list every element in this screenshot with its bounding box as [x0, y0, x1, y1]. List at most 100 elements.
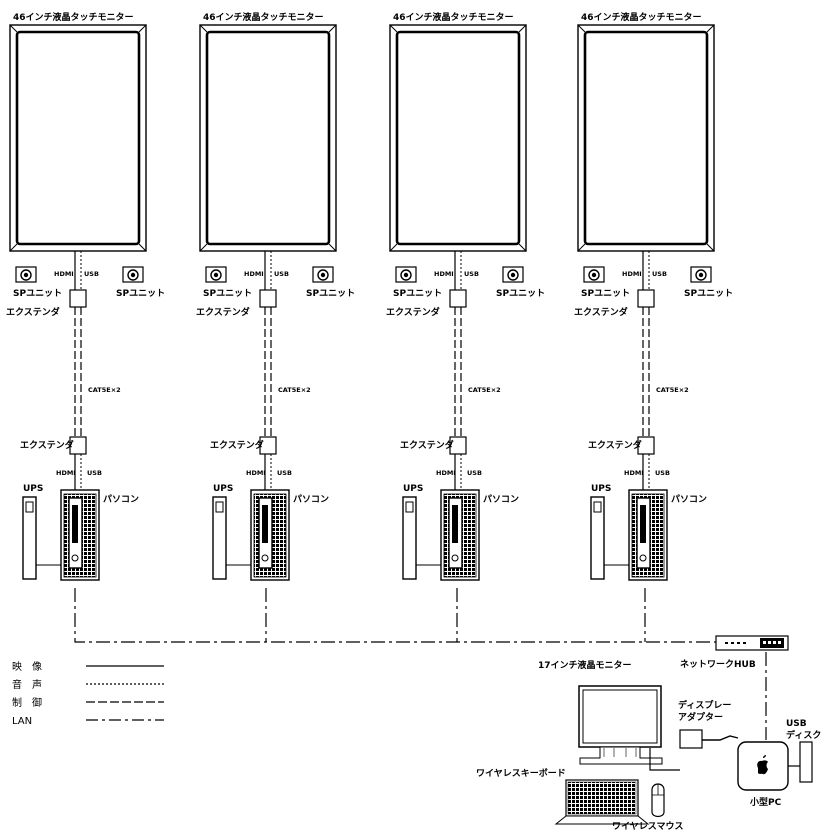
usb-label-top: USB [84, 270, 99, 278]
pc-label: パソコン [293, 493, 329, 505]
legend-label-4: LAN [12, 716, 32, 727]
pc-label: パソコン [483, 493, 519, 505]
extender-label-bottom: エクステンダ [20, 439, 74, 451]
wireless-keyboard: ワイヤレスキーボード [476, 767, 650, 825]
pc-tower-icon [60, 489, 100, 581]
legend-label-1: 映 像 [12, 661, 42, 673]
legend: 映 像音 声制 御 LAN [12, 661, 164, 727]
legend-label-3: 制 御 [12, 696, 42, 709]
speaker-icon [690, 266, 712, 283]
ups-icon [402, 496, 443, 580]
monitor-label: 46インチ液晶タッチモニター [393, 11, 514, 23]
apple-icon [757, 755, 768, 775]
hdmi-label-bottom: HDMI [56, 469, 76, 477]
sp-unit-label: SPユニット [13, 288, 62, 299]
column-1: 46インチ液晶タッチモニター SPユニット SPユニット HDMI USB エクステンダ C… [6, 11, 165, 581]
pc-label: パソコン [103, 493, 139, 505]
cable-label: CAT5E×2 [656, 386, 689, 394]
monitor-label: 46インチ液晶タッチモニター [13, 11, 134, 23]
speaker-icon [122, 266, 144, 283]
usb-disk-label-2: ディスク [786, 729, 821, 741]
lan-bus [74, 588, 767, 740]
extender-label-bottom: エクステンダ [588, 439, 642, 451]
sp-unit-label: SPユニット [393, 288, 442, 299]
extender-top [449, 289, 467, 308]
usb-label-top: USB [652, 270, 667, 278]
ups-icon [212, 496, 253, 580]
hdmi-label-bottom: HDMI [624, 469, 644, 477]
monitor-label: 46インチ液晶タッチモニター [581, 11, 702, 23]
usb-disk-label-1: USB [786, 719, 807, 729]
speaker-icon [205, 266, 227, 283]
cable-label: CAT5E×2 [88, 386, 121, 394]
ups-label: UPS [403, 484, 423, 494]
touch-monitor-screen [395, 30, 521, 246]
touch-monitor-screen [205, 30, 331, 246]
extender-label-top: エクステンダ [386, 306, 440, 318]
small-pc: 小型PC [737, 741, 789, 808]
monitor-label: 46インチ液晶タッチモニター [203, 11, 324, 23]
extender-bottom [449, 436, 467, 455]
columns-layer: 46インチ液晶タッチモニター SPユニット SPユニット HDMI USB エクステンダ C… [6, 11, 733, 581]
extender-label-bottom: エクステンダ [210, 439, 264, 451]
extender-label-top: エクステンダ [574, 306, 628, 318]
sp-unit-label: SPユニット [581, 288, 630, 299]
pc-tower-icon [440, 489, 480, 581]
speaker-icon [15, 266, 37, 283]
speaker-icon [502, 266, 524, 283]
usb-label-bottom: USB [277, 469, 292, 477]
hdmi-label-top: HDMI [54, 270, 74, 278]
extender-top [259, 289, 277, 308]
pc-label: パソコン [671, 493, 707, 505]
adapter-box [679, 729, 703, 749]
column-3: 46インチ液晶タッチモニター SPユニット SPユニット HDMI USB エクステンダ C… [386, 11, 545, 581]
speaker-icon [312, 266, 334, 283]
extender-bottom [69, 436, 87, 455]
small-pc-label: 小型PC [749, 796, 782, 808]
usb-label-top: USB [464, 270, 479, 278]
ups-label: UPS [213, 484, 233, 494]
adapter-label-2: アダプター [678, 711, 723, 723]
monitor17-label: 17インチ液晶モニター [538, 659, 632, 671]
cable-label: CAT5E×2 [278, 386, 311, 394]
touch-monitor-screen [15, 30, 141, 246]
pc-tower-icon [628, 489, 668, 581]
extender-label-top: エクステンダ [196, 306, 250, 318]
hdmi-label-top: HDMI [434, 270, 454, 278]
sp-unit-label: SPユニット [306, 288, 355, 299]
hub-label: ネットワークHUB [680, 659, 756, 670]
ups-label: UPS [23, 484, 43, 494]
extender-bottom [637, 436, 655, 455]
hdmi-label-bottom: HDMI [246, 469, 266, 477]
sp-unit-label: SPユニット [203, 288, 252, 299]
legend-label-2: 音 声 [12, 678, 42, 691]
column-4: 46インチ液晶タッチモニター SPユニット SPユニット HDMI USB エクステンダ C… [574, 11, 733, 581]
mouse-icon [651, 783, 665, 818]
extender-label-top: エクステンダ [6, 306, 60, 318]
usb-disk-box [799, 741, 813, 783]
network-hub: ネットワークHUB [680, 635, 789, 670]
lan-line-1 [74, 588, 716, 643]
hdmi-label-bottom: HDMI [436, 469, 456, 477]
usb-disk: USB ディスク [786, 719, 821, 783]
extender-bottom [259, 436, 277, 455]
sp-unit-label: SPユニット [116, 288, 165, 299]
hdmi-label-top: HDMI [244, 270, 264, 278]
usb-label-bottom: USB [655, 469, 670, 477]
extender-top [637, 289, 655, 308]
keyboard-label: ワイヤレスキーボード [476, 767, 566, 779]
cable-label: CAT5E×2 [468, 386, 501, 394]
adapter-label-1: ディスプレー [678, 699, 731, 711]
pc-tower-icon [250, 489, 290, 581]
ups-icon [22, 496, 63, 580]
sp-unit-label: SPユニット [496, 288, 545, 299]
sp-unit-label: SPユニット [684, 288, 733, 299]
touch-monitor-screen [583, 30, 709, 246]
usb-label-bottom: USB [467, 469, 482, 477]
lcd-monitor-17: 17インチ液晶モニター [538, 659, 663, 765]
mouse-label: ワイヤレスマウス [612, 821, 683, 832]
hdmi-label-top: HDMI [622, 270, 642, 278]
usb-label-top: USB [274, 270, 289, 278]
